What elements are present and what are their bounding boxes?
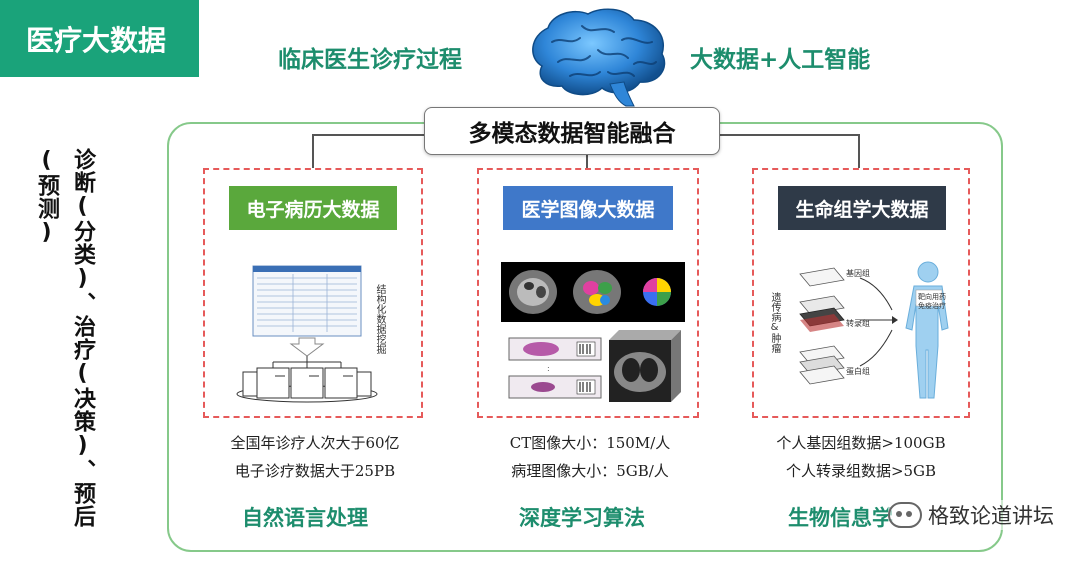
- panel-emr-title: 电子病历大数据: [229, 186, 397, 230]
- side-vertical-text: 诊断(分类)、治疗(决策)、预后(预测): [64, 148, 100, 532]
- title-badge: 医疗大数据: [0, 0, 199, 77]
- method-bioinformatics: 生物信息学: [788, 502, 893, 532]
- panel-omics-title: 生命组学大数据: [778, 186, 946, 230]
- connector-left-drop: [312, 134, 314, 168]
- method-deep-learning: 深度学习算法: [519, 502, 645, 532]
- svg-text::: :: [547, 364, 550, 373]
- connector-left: [312, 134, 426, 136]
- bigdata-ai-heading: 大数据+人工智能: [690, 40, 870, 74]
- panel-imaging-title: 医学图像大数据: [503, 186, 673, 230]
- emr-stat-1: 全国年诊疗人次大于60亿: [220, 432, 410, 453]
- omics-illustration: [764, 258, 964, 408]
- proteome-label: 蛋白组: [846, 366, 870, 377]
- structured-mining-caption: 结构化数据挖掘: [369, 284, 385, 354]
- omics-disease-label: 遗传病&肿瘤: [768, 292, 780, 353]
- omics-stat-2: 个人转录组数据>5GB: [758, 460, 964, 481]
- wechat-icon: [888, 502, 922, 528]
- medical-images-illustration: :: [501, 262, 685, 408]
- connector-right-drop: [858, 134, 860, 168]
- clinical-process-heading: 临床医生诊疗过程: [278, 40, 462, 74]
- fusion-label: 多模态数据智能融合: [424, 107, 720, 155]
- panel-emr: 电子病历大数据 结构化数据挖掘: [203, 168, 423, 418]
- imaging-stat-1: CT图像大小：150M/人: [490, 432, 690, 453]
- connector-center: [586, 155, 588, 168]
- method-nlp: 自然语言处理: [242, 502, 368, 532]
- panel-imaging: 医学图像大数据 :: [477, 168, 699, 418]
- panel-omics: 生命组学大数据 遗传病&肿瘤 基因组 转录组 蛋白组 靶向用药 免疫治疗: [752, 168, 970, 418]
- imaging-stat-2: 病理图像大小：5GB/人: [490, 460, 690, 481]
- watermark-text: 格致论道讲坛: [928, 500, 1054, 530]
- brain-icon: [522, 6, 672, 108]
- connector-right: [718, 134, 858, 136]
- emr-stat-2: 电子诊疗数据大于25PB: [220, 460, 410, 481]
- watermark: 格致论道讲坛: [888, 500, 1054, 530]
- omics-stat-1: 个人基因组数据>100GB: [758, 432, 964, 453]
- transcriptome-label: 转录组: [846, 318, 870, 329]
- immunotherapy-label: 免疫治疗: [918, 301, 946, 311]
- genome-label: 基因组: [846, 268, 870, 279]
